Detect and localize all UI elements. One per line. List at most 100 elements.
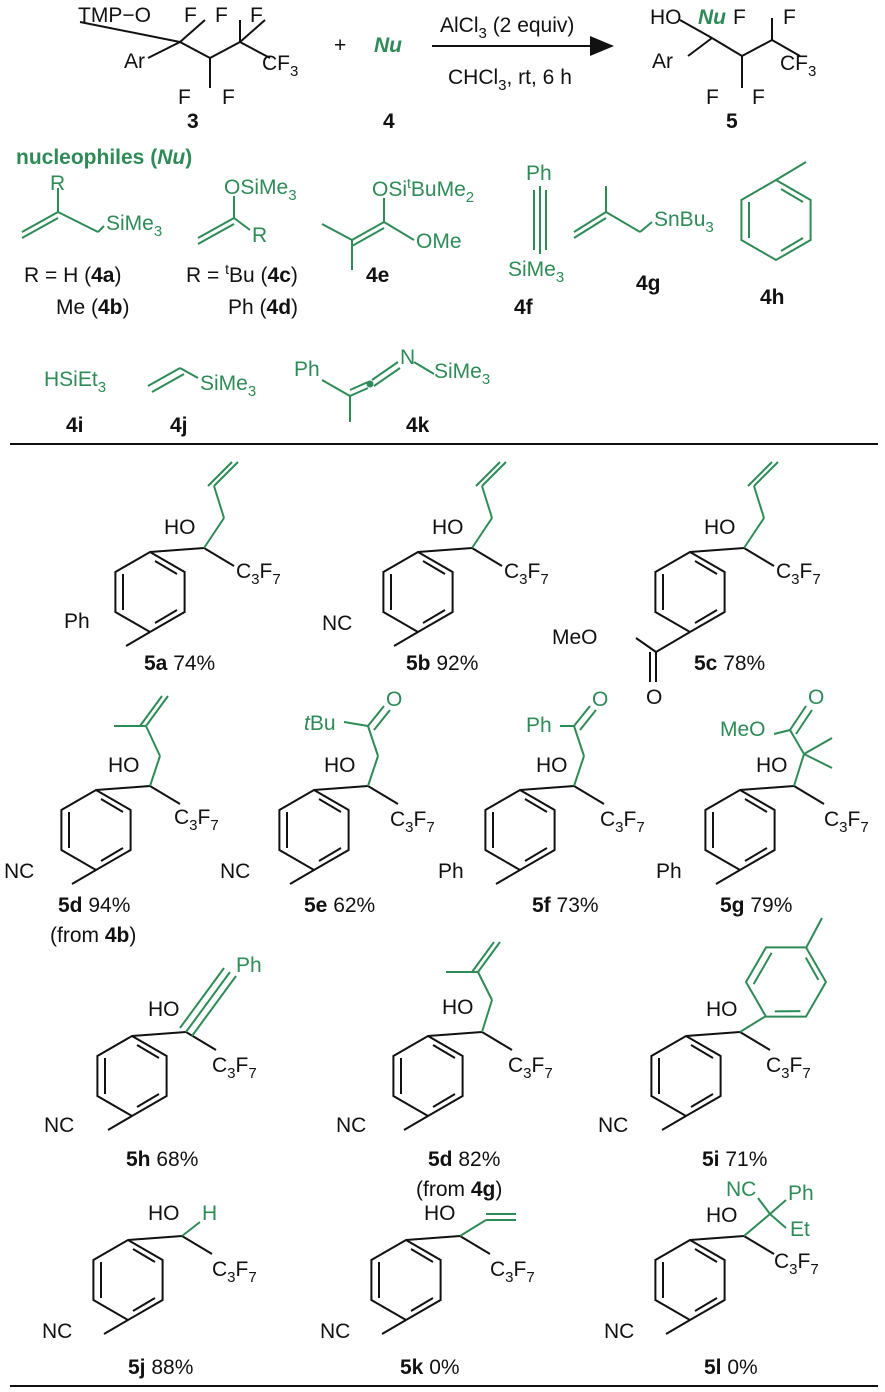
c3f7-label: C3F7 bbox=[174, 806, 219, 834]
carbonyl-o-label: O bbox=[386, 688, 402, 711]
nucleophile-nu: Nu bbox=[374, 34, 402, 57]
substituent-label: NC bbox=[336, 1114, 366, 1137]
toluene-ring bbox=[740, 161, 812, 261]
ho-label: HO bbox=[704, 516, 736, 539]
nu-label-ph: Ph bbox=[526, 714, 552, 737]
f-label: F bbox=[706, 86, 719, 109]
product-caption-5f: 5f 73% bbox=[532, 894, 599, 917]
product-nu: Nu bbox=[698, 6, 726, 29]
product-ho: HO bbox=[650, 6, 682, 29]
nucleophile-caption-4k: 4k bbox=[406, 414, 430, 437]
product-5c: HO C3F7 MeO O 5c 78% bbox=[552, 461, 821, 709]
ho-label: HO bbox=[324, 754, 356, 777]
c3f7-label: C3F7 bbox=[490, 1258, 535, 1286]
f-label: F bbox=[178, 86, 191, 109]
ho-label: HO bbox=[432, 516, 464, 539]
c3f7-label: C3F7 bbox=[212, 1054, 257, 1082]
substituent-label: NC bbox=[42, 1320, 72, 1343]
f-label: F bbox=[752, 86, 765, 109]
nu-label-et: Et bbox=[790, 1218, 810, 1241]
cf3-label: CF3 bbox=[780, 52, 816, 80]
nu-label-tbu: tBu bbox=[304, 712, 336, 735]
c3f7-label: C3F7 bbox=[390, 808, 435, 836]
reaction-labels: TMP−O F F F Ar CF3 F F 3 + Nu 4 AlCl3 (2… bbox=[78, 4, 816, 133]
product-5d: HO C3F7 NC 5d 94% (from 4b) bbox=[4, 695, 219, 947]
ho-label: HO bbox=[148, 1202, 180, 1225]
product-caption-5e: 5e 62% bbox=[304, 894, 375, 917]
plus-sign: + bbox=[334, 34, 346, 57]
products: HO C3F7 Ph 5a 74% HO C3F7 NC 5b 92% bbox=[4, 461, 869, 1379]
ho-label: HO bbox=[442, 996, 474, 1019]
nucleophile-caption-4f: 4f bbox=[514, 296, 534, 319]
substituent-label: MeO bbox=[552, 626, 598, 649]
osi-tbume2-label: OSitBuMe2 bbox=[372, 175, 474, 206]
sime3-label: SiMe3 bbox=[200, 372, 256, 400]
c3f7-label: C3F7 bbox=[776, 560, 821, 588]
ar-label: Ar bbox=[652, 50, 673, 73]
product-5b: HO C3F7 NC 5b 92% bbox=[322, 461, 549, 675]
f-label: F bbox=[184, 4, 197, 27]
product-5l: HO NC Ph Et C3F7 NC 5l 0% bbox=[604, 1178, 819, 1379]
product-5i: HO C3F7 NC 5i 71% bbox=[598, 917, 837, 1171]
nucleophile-caption-4a: R = H (4a) bbox=[24, 264, 121, 287]
f-label: F bbox=[733, 6, 746, 29]
substituent-label: Ph bbox=[656, 860, 682, 883]
nucleophile-structures bbox=[21, 186, 653, 422]
substituent-label: NC bbox=[320, 1320, 350, 1343]
nu-label-ph: Ph bbox=[788, 1182, 814, 1205]
nu-label-meo: MeO bbox=[720, 718, 766, 741]
product-caption-5g: 5g 79% bbox=[720, 894, 792, 917]
tmp-label: TMP−O bbox=[78, 4, 151, 27]
product-5h: HO C3F7 Ph NC 5h 68% bbox=[44, 954, 262, 1171]
product-note-5d-alt: (from 4g) bbox=[416, 1178, 502, 1201]
product-caption-5b: 5b 92% bbox=[406, 652, 478, 675]
sime3-label: SiMe3 bbox=[106, 212, 162, 240]
substituent-label: NC bbox=[220, 860, 250, 883]
c3f7-label: C3F7 bbox=[824, 808, 869, 836]
ome-label: OMe bbox=[416, 230, 462, 253]
product-5d-alt: HO C3F7 NC 5d 82% (from 4g) bbox=[336, 941, 553, 1201]
nucleophile-caption-4j: 4j bbox=[170, 414, 188, 437]
nucleophile-caption-4g: 4g bbox=[636, 272, 661, 295]
n-label: N bbox=[400, 346, 415, 369]
nucleophile-labels: R SiMe3 R = H (4a) Me (4b) OSiMe3 R R = … bbox=[24, 162, 785, 437]
ketenimine-center-dot bbox=[366, 380, 374, 388]
product-caption-5i: 5i 71% bbox=[702, 1148, 767, 1171]
r-label: R bbox=[50, 172, 65, 195]
ho-label: HO bbox=[424, 1202, 456, 1225]
ar-label: Ar bbox=[124, 50, 145, 73]
reagent-3-label: 3 bbox=[187, 110, 199, 133]
f-label: F bbox=[783, 6, 796, 29]
conditions-top: AlCl3 (2 equiv) bbox=[440, 14, 574, 42]
ho-label: HO bbox=[148, 998, 180, 1021]
conditions-bottom: CHCl3, rt, 6 h bbox=[448, 66, 572, 94]
product-caption-5a: 5a 74% bbox=[144, 652, 215, 675]
cf3-label: CF3 bbox=[262, 52, 298, 80]
nucleophile-caption-4h: 4h bbox=[760, 286, 785, 309]
r-label: R bbox=[252, 224, 267, 247]
product-caption-5k: 5k 0% bbox=[400, 1356, 460, 1379]
ho-label: HO bbox=[706, 1204, 738, 1227]
product-5f: HO C3F7 Ph O Ph 5f 73% bbox=[438, 688, 645, 917]
ho-label: HO bbox=[756, 754, 788, 777]
ph-label: Ph bbox=[526, 162, 552, 185]
carbonyl-o-label: O bbox=[646, 686, 662, 709]
nucleophile-caption-4b: Me (4b) bbox=[56, 296, 130, 319]
nu-label-nc: NC bbox=[726, 1178, 756, 1201]
sime3-label: SiMe3 bbox=[434, 360, 490, 388]
substituent-label: NC bbox=[4, 860, 34, 883]
product-caption-5h: 5h 68% bbox=[126, 1148, 198, 1171]
reagent-4-label: 4 bbox=[383, 110, 395, 133]
c3f7-label: C3F7 bbox=[236, 560, 281, 588]
c3f7-label: C3F7 bbox=[508, 1054, 553, 1082]
ho-label: HO bbox=[108, 754, 140, 777]
f-label: F bbox=[250, 4, 263, 27]
c3f7-label: C3F7 bbox=[504, 560, 549, 588]
substituent-label: Ph bbox=[438, 860, 464, 883]
substituent-label: Ph bbox=[64, 610, 90, 633]
nucleophile-caption-4e: 4e bbox=[366, 264, 389, 287]
product-caption-5j: 5j 88% bbox=[128, 1356, 193, 1379]
substituent-label: NC bbox=[44, 1114, 74, 1137]
ho-label: HO bbox=[164, 516, 196, 539]
